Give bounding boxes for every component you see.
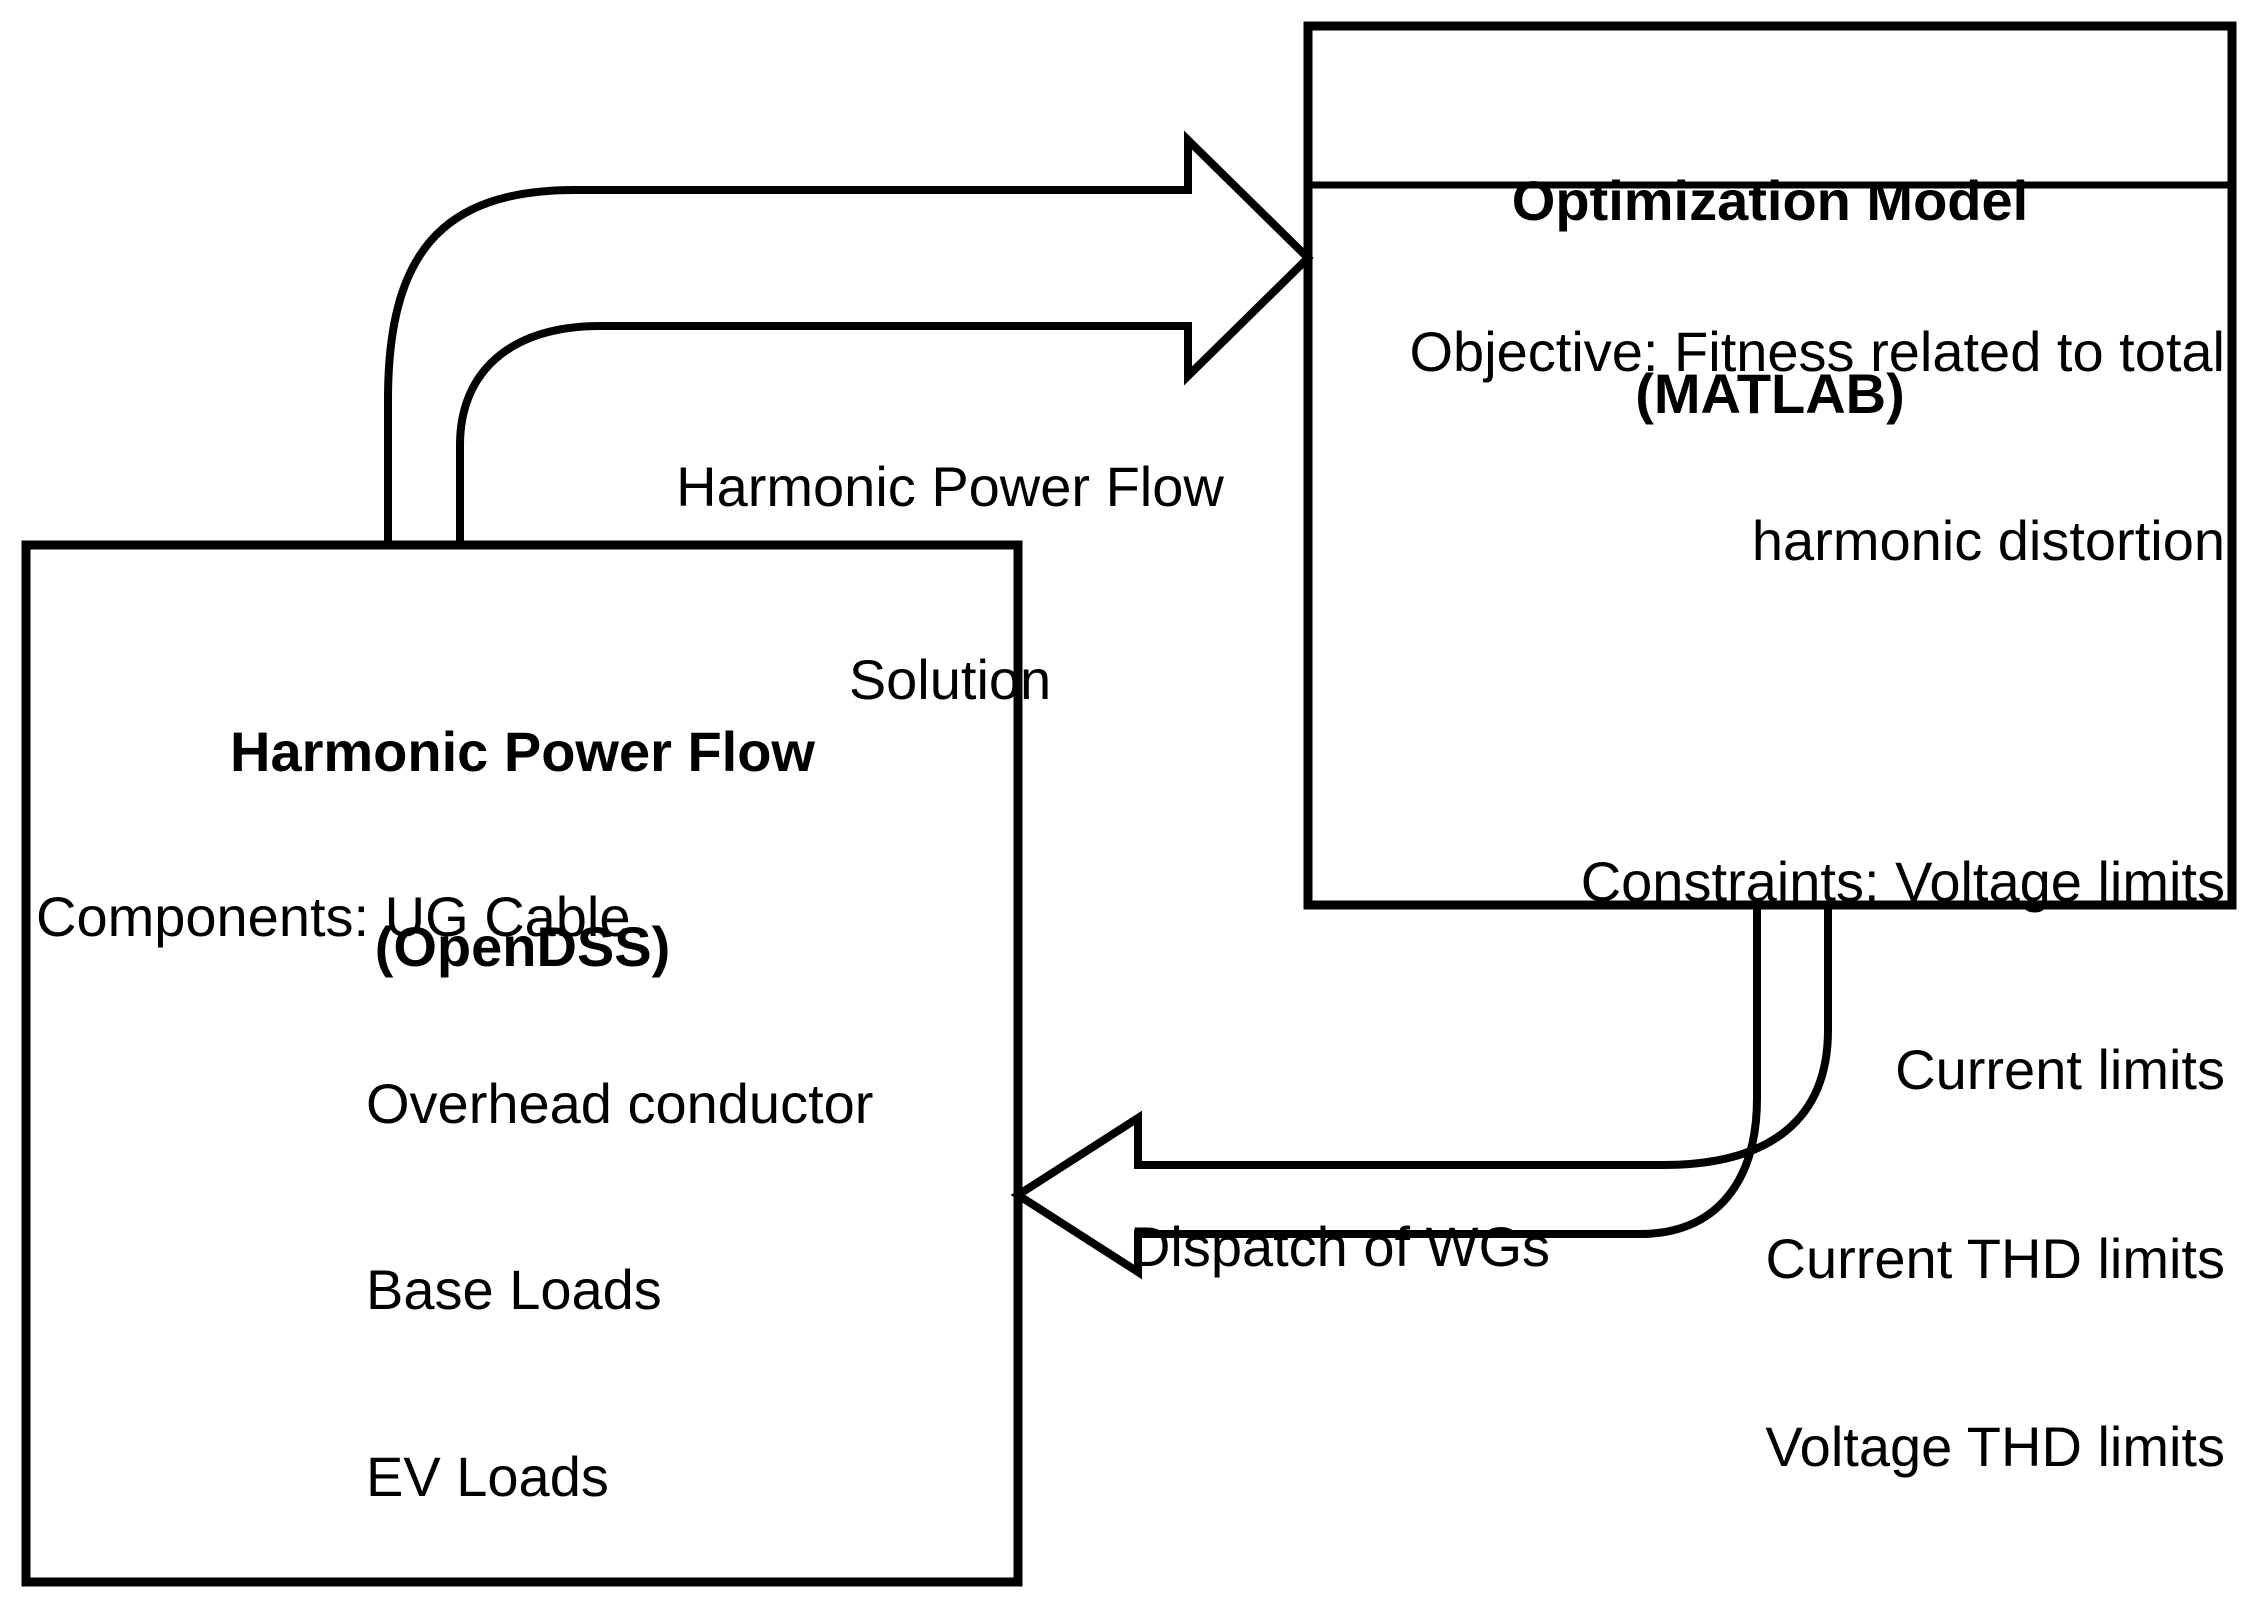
objective-line-1: Objective: Fitness related to total xyxy=(1409,320,2226,384)
optimization-model-body: Objective: Fitness related to total harm… xyxy=(1320,196,2226,1606)
constraints-line-1: Constraints: Voltage limits xyxy=(1580,850,2225,914)
bottom-arrow-label: Dispatch of WGs xyxy=(1080,1086,1600,1408)
top-arrow-label-line2: Solution xyxy=(848,647,1052,711)
top-arrow-label: Harmonic Power Flow Solution xyxy=(600,326,1300,841)
bottom-arrow-dispatch-of-wgs xyxy=(1010,905,1832,1280)
harmonic-power-flow-components-list: Components: UG Cable Overhead conductor … xyxy=(36,762,1011,1606)
harmonic-power-flow-title-line2: (OpenDSS) xyxy=(374,914,671,978)
component-item: EV Loads xyxy=(366,1444,609,1508)
component-item: Overhead conductor xyxy=(366,1071,874,1135)
optimization-model-title-line2: (MATLAB) xyxy=(1635,361,1905,425)
harmonic-power-flow-title: Harmonic Power Flow (OpenDSS) xyxy=(30,590,1015,1110)
bottom-arrow-label-line1: Dispatch of WGs xyxy=(1129,1214,1551,1278)
objective-line-2: harmonic distortion xyxy=(1751,508,2225,572)
constraints-line-3: Current THD limits xyxy=(1765,1226,2225,1290)
constraints-line-4: Voltage THD limits xyxy=(1765,1414,2225,1478)
constraints-line-2: Current limits xyxy=(1895,1038,2225,1102)
spacer-objective-constraints xyxy=(1320,698,2225,726)
components-lead-line: Components: UG Cable xyxy=(36,885,631,949)
optimization-model-title-line1: Optimization Model xyxy=(1511,168,2029,232)
optimization-model-title: Optimization Model (MATLAB) xyxy=(1312,40,2228,555)
component-item: Base Loads xyxy=(366,1258,662,1322)
optimization-model-box xyxy=(1303,21,2237,910)
top-arrow-label-line1: Harmonic Power Flow xyxy=(676,454,1224,518)
harmonic-power-flow-title-line1: Harmonic Power Flow xyxy=(230,719,815,783)
top-arrow-harmonic-power-flow-solution xyxy=(384,130,1314,545)
harmonic-power-flow-box xyxy=(21,540,1023,1587)
